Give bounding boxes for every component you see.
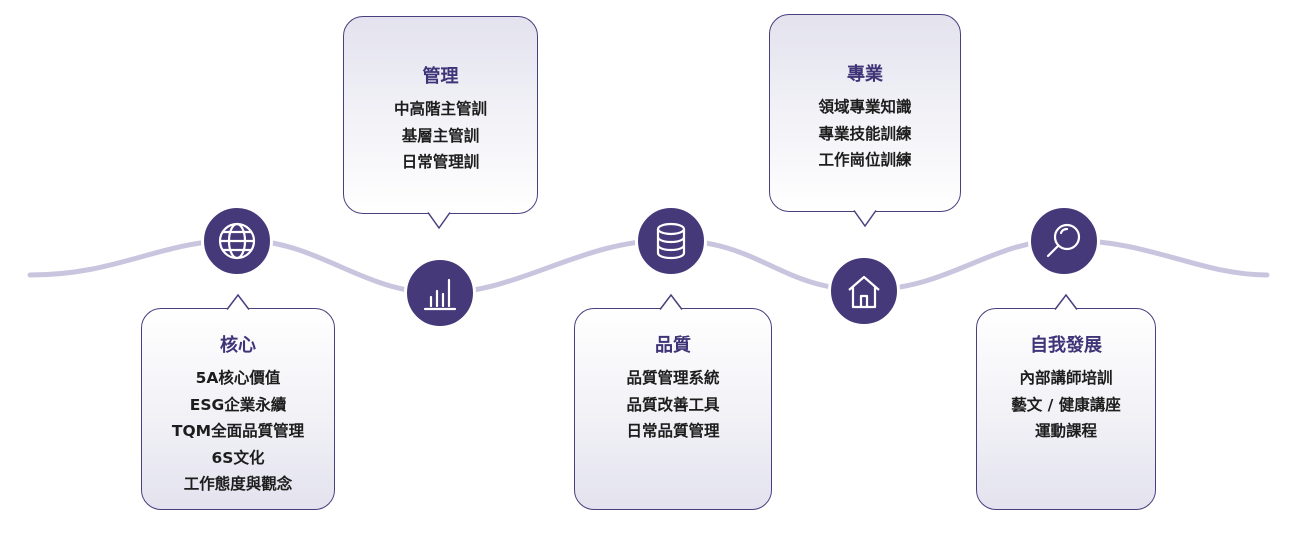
card-item: 工作崗位訓練: [818, 151, 912, 169]
card-item: 6S文化: [211, 448, 265, 467]
card-item: 工作態度與觀念: [183, 475, 293, 493]
node-quality: [635, 205, 707, 277]
card-pointer: [1054, 293, 1078, 310]
card-item: 中高階主管訓: [393, 100, 487, 118]
card-title: 自我發展: [1030, 335, 1102, 356]
search-icon: [1046, 223, 1081, 258]
card-item: 領域專業知識: [818, 98, 912, 116]
card-item: TQM全面品質管理: [171, 422, 305, 440]
card-professional: 專業 領域專業知識 專業技能訓練 工作崗位訓練: [769, 14, 961, 212]
card-title: 管理: [422, 66, 459, 87]
bar-chart-icon: [423, 278, 457, 311]
card-item: 專業技能訓練: [818, 124, 912, 143]
node-professional: [828, 255, 900, 327]
database-icon: [656, 222, 686, 260]
card-item: 日常管理訓: [401, 153, 480, 171]
card-title: 品質: [655, 335, 691, 356]
card-pointer: [226, 293, 250, 310]
card-item: 運動課程: [1034, 422, 1097, 440]
card-item: 品質管理系統: [626, 369, 720, 387]
card-item: 品質改善工具: [626, 395, 720, 414]
card-item: 日常品質管理: [626, 422, 720, 440]
node-self-development: [1028, 205, 1100, 277]
card-pointer: [659, 293, 683, 310]
card-title: 核心: [220, 335, 256, 356]
card-item: 藝文 / 健康講座: [1011, 395, 1121, 414]
card-management: 管理 中高階主管訓 基層主管訓 日常管理訓: [343, 16, 538, 214]
card-title: 專業: [847, 64, 883, 85]
card-item: 內部講師培訓: [1019, 369, 1113, 387]
card-pointer: [427, 212, 451, 230]
card-item: 5A核心價值: [195, 369, 281, 387]
card-core: 核心 5A核心價值 ESG企業永續 TQM全面品質管理 6S文化 工作態度與觀念: [141, 308, 335, 510]
card-quality: 品質 品質管理系統 品質改善工具 日常品質管理: [574, 308, 772, 510]
card-item: ESG企業永續: [189, 395, 287, 414]
card-pointer: [853, 210, 877, 228]
card-self-development: 自我發展 內部講師培訓 藝文 / 健康講座 運動課程: [976, 308, 1156, 510]
home-icon: [848, 275, 880, 309]
node-core: [201, 205, 273, 277]
node-management: [404, 257, 476, 329]
card-item: 基層主管訓: [401, 126, 480, 145]
globe-icon: [218, 222, 256, 260]
